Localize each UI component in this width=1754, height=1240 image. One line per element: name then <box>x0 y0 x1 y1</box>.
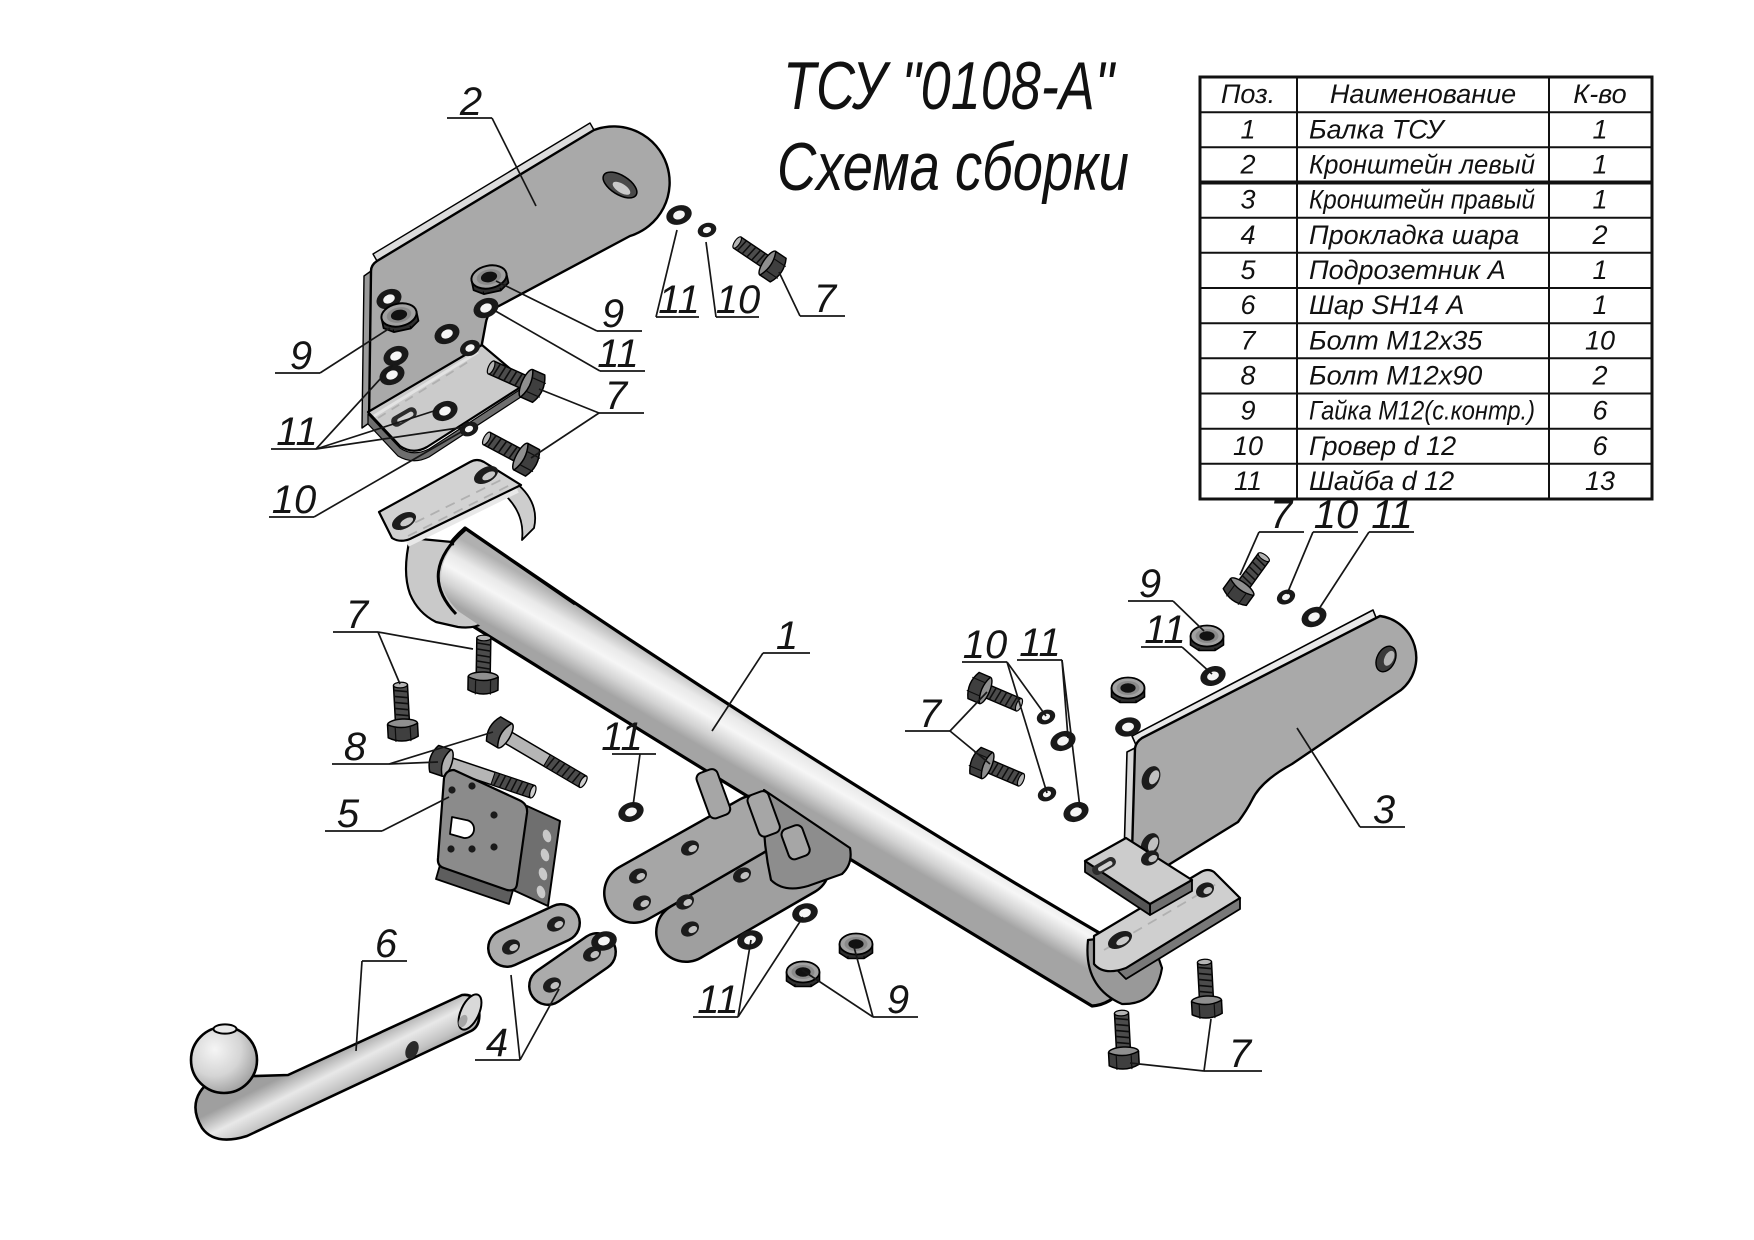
svg-text:7: 7 <box>605 374 629 418</box>
svg-text:10: 10 <box>272 478 317 522</box>
svg-text:7: 7 <box>1270 493 1294 537</box>
svg-text:9: 9 <box>1139 562 1161 606</box>
svg-text:9: 9 <box>290 334 312 378</box>
svg-text:1: 1 <box>776 614 798 658</box>
svg-text:Шайба d 12: Шайба d 12 <box>1309 466 1454 496</box>
svg-text:11: 11 <box>597 332 639 376</box>
svg-text:8: 8 <box>344 725 367 769</box>
svg-text:7: 7 <box>1229 1032 1253 1076</box>
svg-text:1: 1 <box>1592 185 1607 215</box>
svg-text:11: 11 <box>276 410 318 454</box>
svg-text:11: 11 <box>1371 493 1413 537</box>
svg-text:Поз.: Поз. <box>1221 79 1275 109</box>
svg-text:Прокладка шара: Прокладка шара <box>1309 220 1519 250</box>
svg-text:8: 8 <box>1240 361 1255 391</box>
svg-text:Шар SH14 А: Шар SH14 А <box>1309 290 1464 320</box>
svg-text:10: 10 <box>716 278 761 322</box>
svg-text:7: 7 <box>346 593 370 637</box>
svg-text:9: 9 <box>1240 396 1255 426</box>
svg-text:Болт М12х35: Болт М12х35 <box>1309 325 1483 355</box>
svg-text:7: 7 <box>919 692 943 736</box>
svg-text:Подрозетник А: Подрозетник А <box>1309 255 1506 285</box>
svg-text:7: 7 <box>1240 325 1256 355</box>
svg-text:7: 7 <box>814 277 838 321</box>
svg-text:4: 4 <box>486 1021 508 1065</box>
svg-text:1: 1 <box>1592 255 1607 285</box>
svg-text:11: 11 <box>601 715 643 759</box>
svg-text:4: 4 <box>1240 220 1255 250</box>
svg-text:2: 2 <box>459 80 482 124</box>
svg-text:Гайка М12(с.контр.): Гайка М12(с.контр.) <box>1309 396 1535 426</box>
svg-text:1: 1 <box>1592 290 1607 320</box>
svg-text:3: 3 <box>1240 185 1255 215</box>
svg-text:Схема сборки: Схема сборки <box>777 129 1129 205</box>
svg-text:6: 6 <box>1592 396 1608 426</box>
svg-text:Кронштейн правый: Кронштейн правый <box>1309 185 1535 215</box>
svg-text:10: 10 <box>1585 325 1615 355</box>
svg-text:Болт М12х90: Болт М12х90 <box>1309 361 1482 391</box>
svg-text:Наименование: Наименование <box>1330 79 1516 109</box>
svg-text:10: 10 <box>963 623 1008 667</box>
svg-text:5: 5 <box>337 792 360 836</box>
svg-text:1: 1 <box>1240 114 1255 144</box>
svg-text:2: 2 <box>1591 361 1607 391</box>
svg-text:2: 2 <box>1239 150 1255 180</box>
svg-text:9: 9 <box>602 292 624 336</box>
svg-text:11: 11 <box>658 278 700 322</box>
svg-text:10: 10 <box>1233 431 1263 461</box>
svg-text:11: 11 <box>697 978 739 1022</box>
svg-text:13: 13 <box>1585 466 1615 496</box>
svg-text:Кронштейн левый: Кронштейн левый <box>1309 150 1535 180</box>
svg-text:11: 11 <box>1144 608 1186 652</box>
svg-text:10: 10 <box>1314 493 1359 537</box>
svg-text:Балка ТСУ: Балка ТСУ <box>1309 114 1446 144</box>
svg-text:11: 11 <box>1234 466 1262 496</box>
svg-text:9: 9 <box>887 978 909 1022</box>
svg-text:1: 1 <box>1592 114 1607 144</box>
svg-text:К-во: К-во <box>1573 79 1626 109</box>
svg-text:2: 2 <box>1591 220 1607 250</box>
svg-text:6: 6 <box>1592 431 1608 461</box>
svg-text:ТСУ "0108-А": ТСУ "0108-А" <box>783 48 1116 124</box>
svg-text:1: 1 <box>1592 150 1607 180</box>
svg-text:6: 6 <box>375 922 398 966</box>
svg-text:11: 11 <box>1019 621 1061 665</box>
svg-text:3: 3 <box>1373 788 1395 832</box>
svg-text:6: 6 <box>1240 290 1256 320</box>
svg-text:Гровер d 12: Гровер d 12 <box>1309 431 1456 461</box>
svg-text:5: 5 <box>1240 255 1256 285</box>
